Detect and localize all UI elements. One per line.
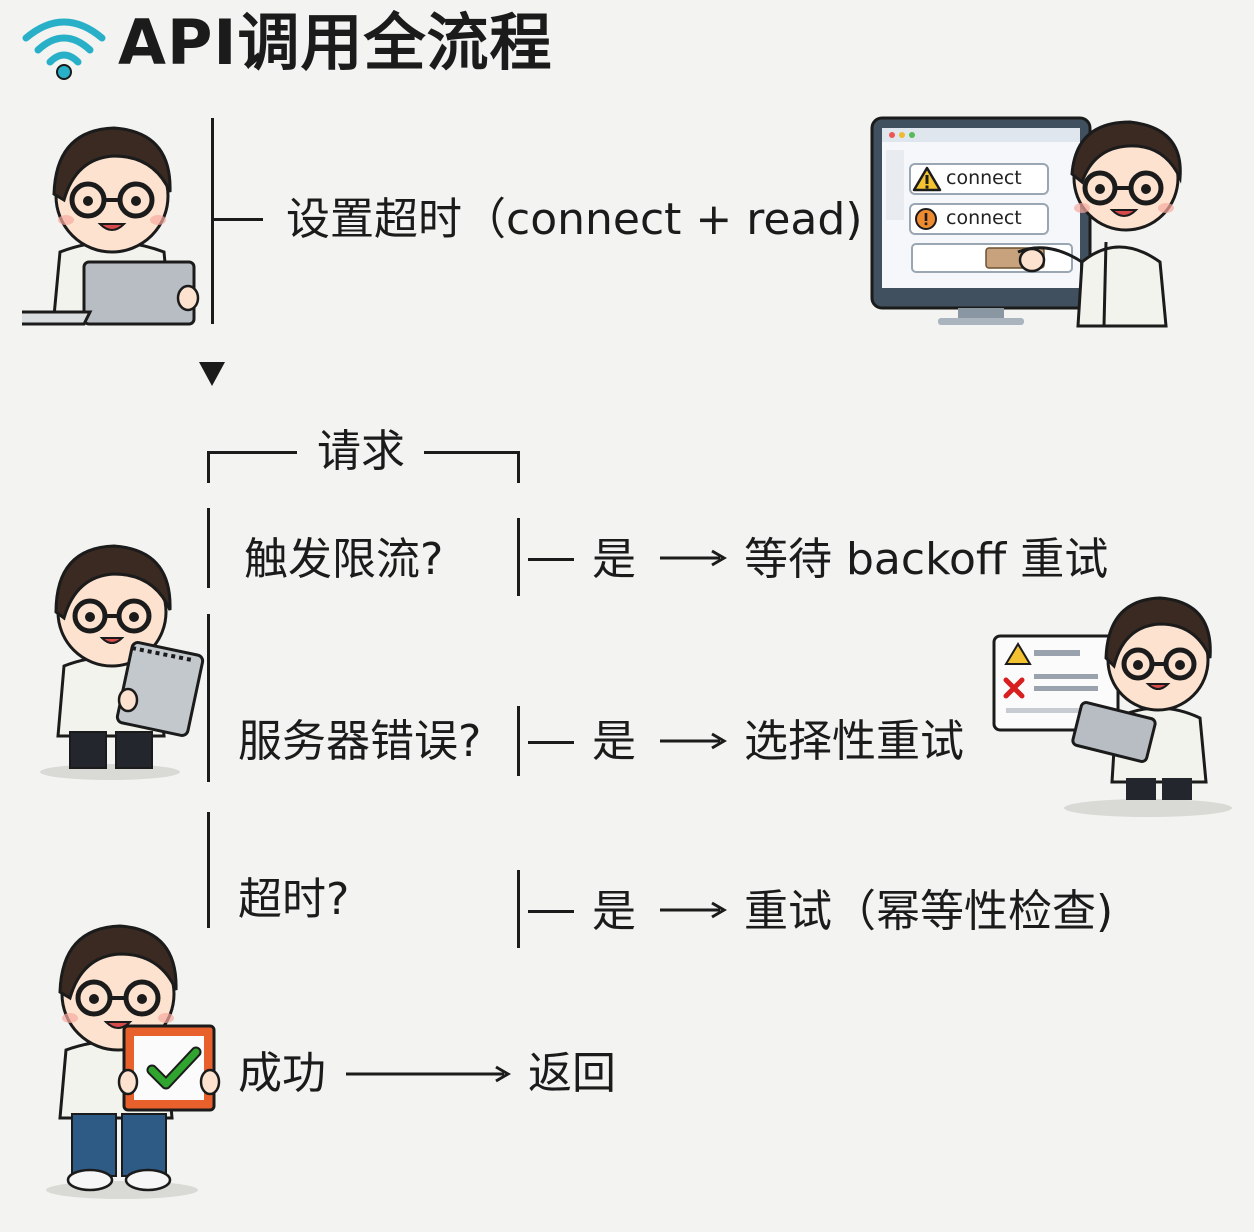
timeout-dash xyxy=(528,910,574,913)
server-error-question: 服务器错误? xyxy=(238,716,482,767)
server-error-yes-label: 是 xyxy=(592,716,636,767)
timeout-branch-line xyxy=(517,870,520,948)
rate-limit-question: 触发限流? xyxy=(244,534,444,585)
down-arrow xyxy=(199,362,225,386)
flow-line-server-error xyxy=(207,614,210,782)
person-notepad-illustration xyxy=(40,544,205,780)
server-error-branch-line xyxy=(517,706,520,776)
person-laptop-illustration xyxy=(22,126,200,326)
flow-line-rate-limit xyxy=(207,508,210,588)
wifi-icon xyxy=(22,18,106,80)
rate-limit-yes-label: 是 xyxy=(592,534,636,585)
request-label: 请求 xyxy=(317,426,405,477)
server-error-arrow xyxy=(660,732,727,750)
timeout-action: 重试（幂等性检查) xyxy=(744,886,1114,937)
timeout-question: 超时? xyxy=(238,874,350,925)
alert-circle-icon xyxy=(915,208,937,230)
timeout-setup-label: 设置超时（connect + read) xyxy=(286,194,863,245)
flow-line-top xyxy=(211,118,214,324)
warning-icon xyxy=(912,166,942,192)
connect-field-2[interactable]: connect xyxy=(946,207,1022,229)
person-checkmark-illustration xyxy=(46,924,221,1199)
return-label: 返回 xyxy=(528,1048,616,1099)
monitor-illustration xyxy=(870,116,1182,328)
flow-line-timeout xyxy=(207,812,210,928)
rate-limit-dash xyxy=(528,558,574,561)
request-bracket-top-left xyxy=(207,451,297,454)
page-title: API调用全流程 xyxy=(118,6,553,79)
rate-limit-action: 等待 backoff 重试 xyxy=(744,534,1109,585)
connect-field-1[interactable]: connect xyxy=(946,167,1022,189)
request-bracket-right xyxy=(517,451,520,483)
timeout-branch-line xyxy=(211,218,263,221)
timeout-arrow xyxy=(660,901,727,919)
server-error-dash xyxy=(528,741,574,744)
request-bracket-left xyxy=(207,451,210,483)
timeout-yes-label: 是 xyxy=(592,886,636,937)
error-dialog-illustration xyxy=(992,596,1232,817)
success-arrow xyxy=(346,1065,511,1083)
rate-limit-branch-line xyxy=(517,518,520,596)
server-error-action: 选择性重试 xyxy=(744,716,964,767)
request-bracket-top-right xyxy=(424,451,520,454)
check-icon xyxy=(146,1046,202,1090)
success-label: 成功 xyxy=(238,1048,326,1099)
rate-limit-arrow xyxy=(660,549,727,567)
